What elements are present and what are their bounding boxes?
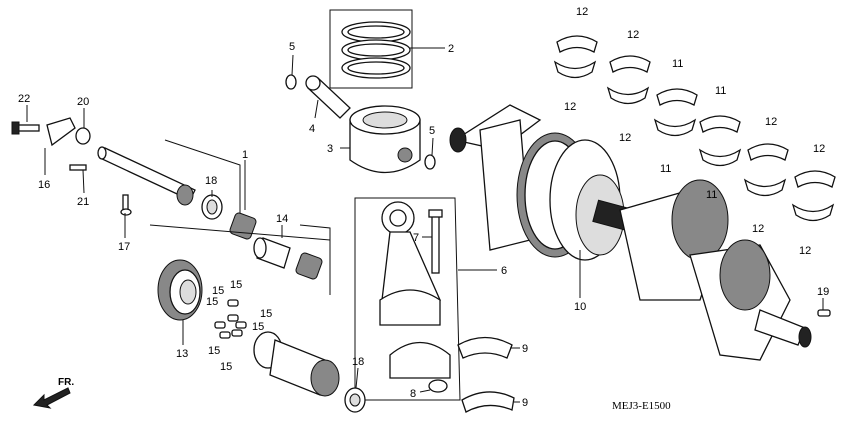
callout-10: 10 [574,301,586,313]
callout-5-top: 5 [289,41,295,53]
callout-15-f: 15 [208,345,220,357]
callout-12-g: 12 [813,143,825,155]
bolt-21 [69,164,87,171]
callout-14: 14 [276,213,288,225]
driven-hub [253,331,340,397]
rod-bearing-lower [461,391,515,413]
primary-shaft [97,139,241,230]
piston-rings [329,9,413,89]
piston-pin [305,75,351,119]
o-ring-20 [75,127,91,145]
callout-15-e: 15 [252,321,264,333]
callout-12-a: 12 [576,6,588,18]
callout-9-upper: 9 [522,343,528,355]
callout-5-right: 5 [429,125,435,137]
callout-15-a: 15 [212,285,224,297]
callout-15-c: 15 [206,296,218,308]
callout-11-a: 11 [672,58,683,70]
callout-12-e: 12 [765,116,777,128]
callout-11-d: 11 [706,189,717,201]
main-bearings [553,35,836,222]
callout-19: 19 [817,286,829,298]
callout-21: 21 [77,196,89,208]
shaft-stopper-plate [46,117,76,147]
callout-22: 22 [18,93,30,105]
diagram-code: MEJ3-E1500 [612,400,671,412]
callout-2: 2 [448,43,454,55]
connecting-rod [354,197,461,401]
callout-15-g: 15 [220,361,232,373]
piston-pin-clip-right [424,154,436,170]
front-direction-arrow: FR. [32,377,74,409]
crankshaft [449,104,812,361]
callout-18-upper: 18 [205,175,217,187]
callout-12-c: 12 [627,29,639,41]
primary-drive-gear [149,224,331,321]
piston-pin-clip-top [285,74,297,90]
direction-label: FR. [58,377,74,388]
needle-bearing-upper [229,212,257,240]
callout-15-b: 15 [230,279,242,291]
callout-6: 6 [501,265,507,277]
callout-11-c: 11 [660,163,671,175]
callout-4: 4 [309,123,315,135]
callout-13: 13 [176,348,188,360]
piston [349,105,421,173]
callout-17: 17 [118,241,130,253]
callout-labels: 1 2 3 4 5 5 6 7 8 9 9 10 11 11 11 11 12 … [18,6,829,409]
callout-1: 1 [242,149,248,161]
leader-lines [26,47,824,403]
callout-12-d: 12 [619,132,631,144]
callout-3: 3 [327,143,333,155]
callout-18-lower: 18 [352,356,364,368]
woodruff-key [817,309,831,317]
damper-rubbers [214,299,247,339]
callout-16: 16 [38,179,50,191]
callout-7: 7 [413,232,419,244]
callout-9-lower: 9 [522,397,528,409]
callout-15-d: 15 [260,308,272,320]
callout-12-b: 12 [564,101,576,113]
callout-11-b: 11 [715,85,726,97]
needle-bearing-lower [295,252,323,280]
callout-12-h: 12 [799,245,811,257]
callout-20: 20 [77,96,89,108]
rod-bearing-upper [457,336,513,359]
callout-8: 8 [410,388,416,400]
callout-12-f: 12 [752,223,764,235]
